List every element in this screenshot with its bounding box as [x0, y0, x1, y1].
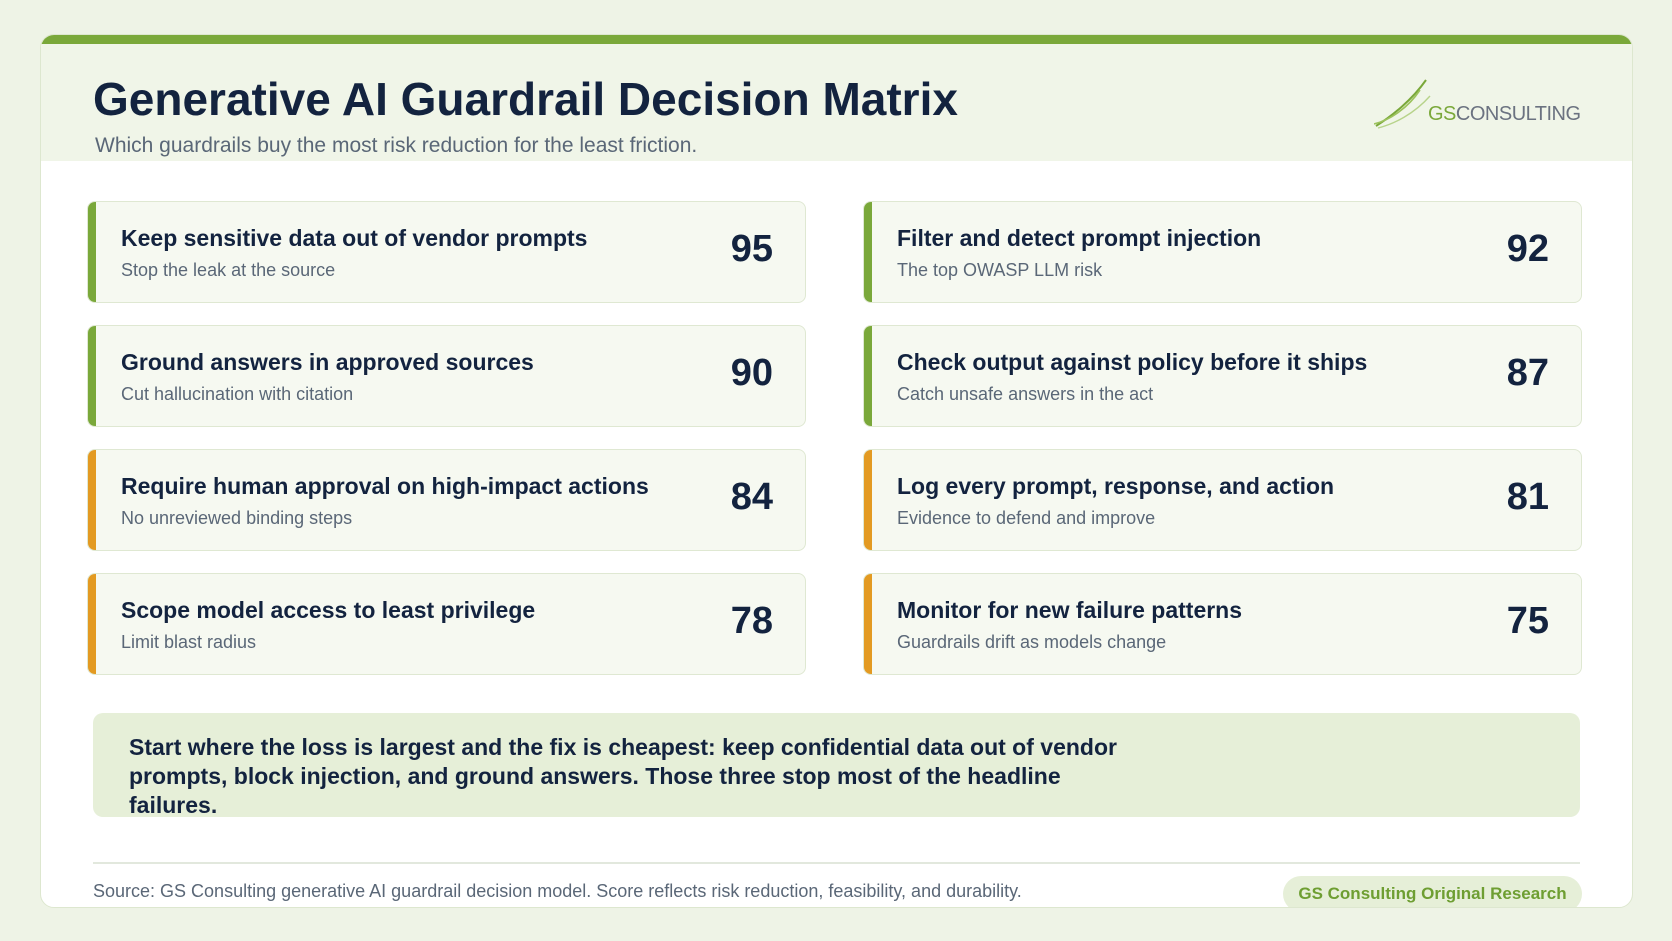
card-accent-bar [88, 202, 96, 302]
swoosh-icon [1374, 79, 1431, 129]
card-score: 95 [730, 228, 773, 270]
card-title: Keep sensitive data out of vendor prompt… [121, 225, 588, 251]
card-subtitle: Limit blast radius [121, 632, 257, 652]
card-title: Monitor for new failure patterns [897, 597, 1243, 623]
logo-wordmark: GSCONSULTING [1428, 103, 1581, 126]
guardrail-card: Filter and detect prompt injection The t… [863, 201, 1582, 303]
card-subtitle: Guardrails drift as models change [897, 632, 1167, 652]
card-accent-bar [864, 202, 872, 302]
card-subtitle: Evidence to defend and improve [897, 508, 1156, 528]
card-subtitle: No unreviewed binding steps [121, 508, 353, 528]
card-score: 78 [730, 600, 773, 642]
card-score: 92 [1506, 228, 1549, 270]
card-subtitle: Stop the leak at the source [121, 260, 336, 280]
guardrail-card: Monitor for new failure patterns Guardra… [863, 573, 1582, 675]
top-accent-bar [41, 35, 1632, 44]
research-badge: GS Consulting Original Research [1283, 876, 1582, 907]
card-title: Log every prompt, response, and action [897, 473, 1335, 499]
card-score: 87 [1506, 352, 1549, 394]
card-subtitle: Cut hallucination with citation [121, 384, 354, 404]
guardrail-card: Check output against policy before it sh… [863, 325, 1582, 427]
guardrail-card: Ground answers in approved sources Cut h… [87, 325, 806, 427]
card-title: Scope model access to least privilege [121, 597, 536, 623]
card-score: 90 [730, 352, 773, 394]
card-subtitle: Catch unsafe answers in the act [897, 384, 1154, 404]
card-accent-bar [88, 326, 96, 426]
card-title: Ground answers in approved sources [121, 349, 534, 375]
guardrail-card: Scope model access to least privilege Li… [87, 573, 806, 675]
card-subtitle: The top OWASP LLM risk [897, 260, 1103, 280]
footer-divider [93, 862, 1580, 864]
card-accent-bar [864, 326, 872, 426]
callout-text: Start where the loss is largest and the … [129, 734, 1117, 818]
logo-gs-text: GS [1428, 103, 1456, 125]
slide: Generative AI Guardrail Decision Matrix … [40, 34, 1633, 908]
page-title: Generative AI Guardrail Decision Matrix [93, 73, 958, 125]
card-score: 75 [1506, 600, 1549, 642]
card-accent-bar [864, 574, 872, 674]
card-accent-bar [864, 450, 872, 550]
guardrail-card: Keep sensitive data out of vendor prompt… [87, 201, 806, 303]
guardrail-card: Log every prompt, response, and action E… [863, 449, 1582, 551]
page-subtitle: Which guardrails buy the most risk reduc… [95, 134, 698, 157]
card-title: Filter and detect prompt injection [897, 225, 1262, 251]
guardrail-card: Require human approval on high-impact ac… [87, 449, 806, 551]
card-title: Require human approval on high-impact ac… [121, 473, 649, 499]
source-note: Source: GS Consulting generative AI guar… [93, 881, 1022, 901]
key-takeaway-callout: Start where the loss is largest and the … [93, 713, 1580, 818]
card-accent-bar [88, 574, 96, 674]
card-score: 84 [730, 476, 773, 518]
logo-consulting-text: CONSULTING [1455, 103, 1581, 125]
card-accent-bar [88, 450, 96, 550]
gs-consulting-logo: GSCONSULTING [1374, 78, 1581, 130]
card-score: 81 [1506, 476, 1549, 518]
header: Generative AI Guardrail Decision Matrix … [41, 44, 1632, 161]
card-title: Check output against policy before it sh… [897, 349, 1368, 375]
